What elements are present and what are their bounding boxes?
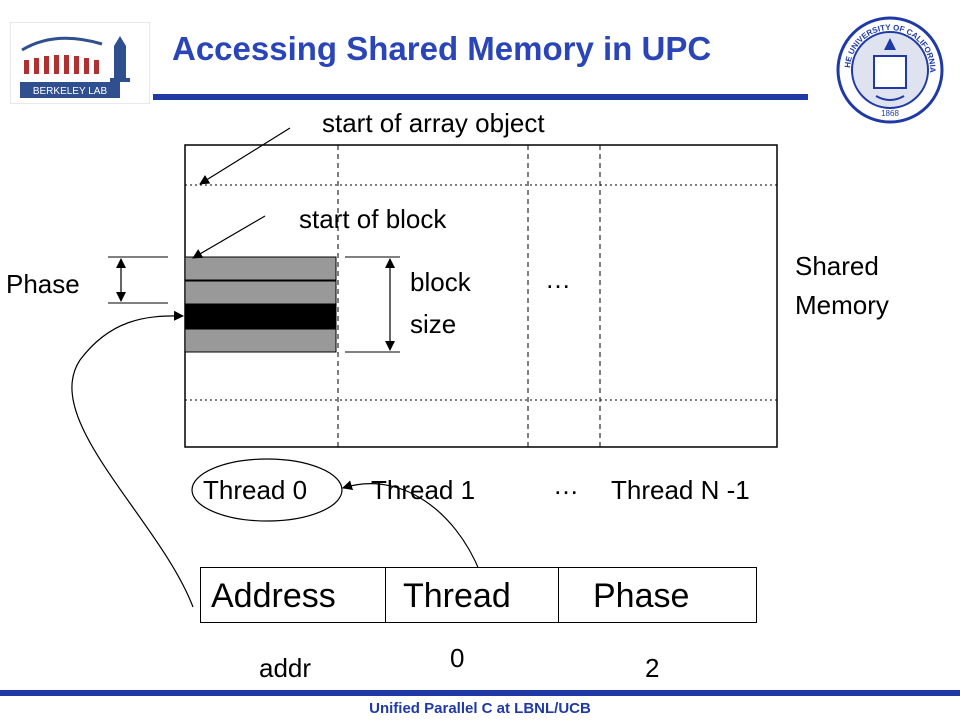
footer-text: Unified Parallel C at LBNL/UCB: [318, 698, 642, 720]
thread-label: Thread 1: [371, 475, 476, 505]
phase-label: Phase: [6, 269, 80, 299]
start-of-array-label: start of array object: [322, 108, 545, 138]
seal-year: 1868: [881, 109, 899, 118]
block-row: [184, 328, 337, 353]
block-size-label-line1: block: [410, 267, 471, 297]
value-addr: addr: [259, 653, 312, 683]
address-field-arrow: [71, 310, 194, 608]
ellipsis-columns: …: [545, 264, 571, 294]
uc-seal-logo: THE UNIVERSITY OF CALIFORNIA 1868: [834, 9, 944, 124]
value-phase: 2: [645, 653, 660, 683]
field-address: Address: [211, 577, 336, 615]
thread0-highlight: [191, 458, 343, 522]
page-title: Accessing Shared Memory in UPC: [172, 30, 712, 67]
field-thread: Thread: [403, 577, 511, 615]
value-thread: 0: [450, 643, 465, 673]
field-separator: [385, 568, 386, 622]
shared-memory-label-line2: Memory: [795, 290, 889, 320]
thread-field-arrow: [342, 480, 481, 573]
thread-label: Thread N -1: [611, 475, 750, 505]
footer-rule: [0, 690, 960, 696]
block-row-current: [184, 304, 337, 329]
berkeley-lab-logo: BERKELEY LAB: [9, 21, 151, 105]
start-of-block-label: start of block: [299, 204, 447, 234]
start-array-arrow: [199, 127, 291, 185]
field-phase: Phase: [593, 577, 690, 615]
title-underline: [153, 94, 808, 100]
block-size-label-line2: size: [410, 309, 457, 339]
shared-memory-label-line1: Shared: [795, 251, 879, 281]
thread-label: Thread 0: [203, 475, 308, 505]
block-row: [184, 280, 337, 305]
start-block-arrow: [192, 215, 266, 259]
block-row: [184, 256, 337, 281]
berkeley-lab-text: BERKELEY LAB: [33, 86, 108, 97]
pointer-fields-box: [200, 567, 757, 623]
ellipsis-threads: …: [553, 470, 579, 500]
field-separator: [558, 568, 559, 622]
